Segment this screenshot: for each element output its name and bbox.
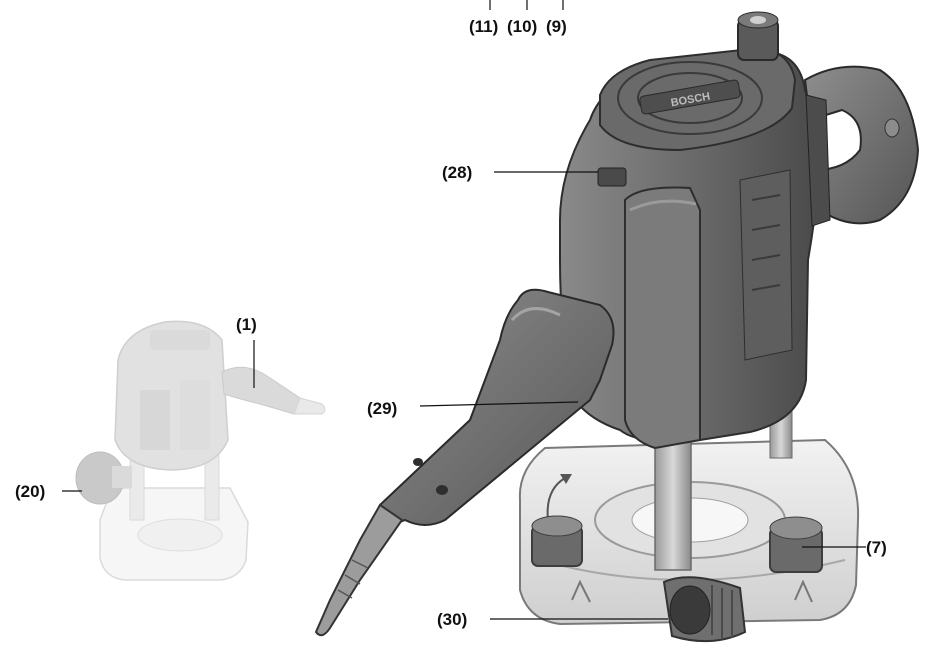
callout-28: (28) [442, 163, 472, 182]
callout-11: (11) [469, 17, 498, 36]
dust-adapter [662, 576, 747, 643]
callout-9: (9) [546, 17, 567, 36]
router-illustration: BOSCH [314, 11, 920, 643]
callout-29: (29) [367, 399, 397, 418]
front-handle [314, 288, 615, 637]
depth-knob-right [769, 516, 823, 573]
leader-29 [419, 401, 579, 407]
rear-handle [803, 65, 920, 227]
ghost-router-illustration [75, 320, 326, 581]
callout-30: (30) [437, 610, 467, 629]
callout-20: (20) [15, 482, 45, 501]
callout-7: (7) [866, 538, 887, 557]
callout-10: (10) [507, 17, 537, 36]
callouts: (11) (10) (9) (28) (1) (29) (20) (7) (30… [15, 0, 887, 629]
callout-1: (1) [236, 315, 257, 334]
depth-knob-left [531, 515, 583, 567]
